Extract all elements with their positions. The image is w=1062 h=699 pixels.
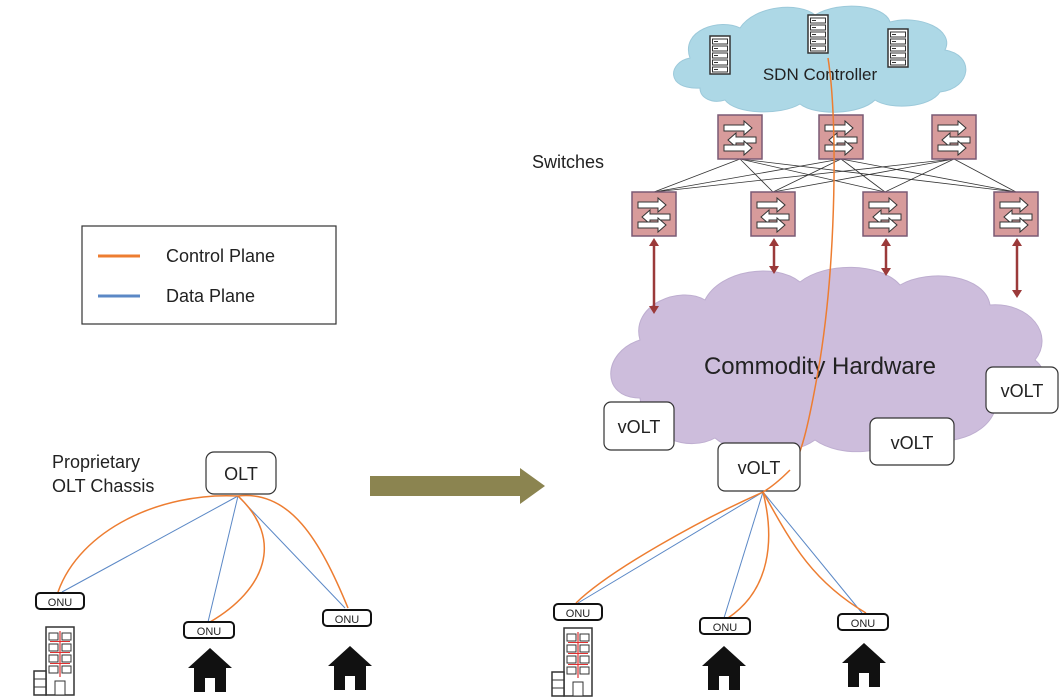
switch-icon xyxy=(993,191,1039,237)
legend-label-data-plane: Data Plane xyxy=(166,286,255,306)
volt-box xyxy=(985,366,1059,414)
switch-icon xyxy=(717,114,763,160)
switch-mesh-link xyxy=(739,158,886,193)
house-icon xyxy=(842,643,886,687)
right-onu-3 xyxy=(837,613,889,631)
volt-label-3: vOLT xyxy=(891,433,934,453)
olt-label: OLT xyxy=(224,464,258,484)
right-onu-1 xyxy=(553,603,603,621)
building-icon xyxy=(551,627,593,697)
right-sdn-volt: SDN Controller Switches Commodity Hardwa… xyxy=(532,5,1059,697)
left-onu-1 xyxy=(35,592,85,610)
right-control-link-1 xyxy=(575,491,764,604)
left-data-link-2 xyxy=(207,495,239,623)
left-control-link-1 xyxy=(57,494,239,593)
chassis-label-line1: Proprietary xyxy=(52,452,140,472)
right-data-link-1 xyxy=(577,491,764,604)
right-control-link-2 xyxy=(727,491,770,619)
volt-label-1: vOLT xyxy=(618,417,661,437)
left-data-link-3 xyxy=(237,495,346,609)
switch-mesh-link xyxy=(653,158,955,193)
left-onu-1-label: ONU xyxy=(48,597,73,609)
left-control-link-2 xyxy=(209,495,265,623)
chassis-label-line2: OLT Chassis xyxy=(52,476,154,496)
left-onu-2-label: ONU xyxy=(197,626,222,638)
transition-arrow xyxy=(370,468,545,504)
sdn-controller-label: SDN Controller xyxy=(763,65,878,84)
right-onu-2-label: ONU xyxy=(713,622,738,634)
switch-hardware-links xyxy=(649,238,1022,314)
legend-box xyxy=(81,225,337,325)
switch-icon xyxy=(862,191,908,237)
volt-box xyxy=(603,401,675,451)
right-onu-2 xyxy=(699,617,751,635)
legend: Control Plane Data Plane xyxy=(81,225,337,325)
building-icon xyxy=(33,626,75,696)
server-icon xyxy=(709,35,731,75)
switch-mesh-link xyxy=(653,158,741,193)
left-proprietary-olt: Proprietary OLT Chassis OLT ONU ONU ONU xyxy=(33,451,372,696)
left-control-link-3 xyxy=(237,494,349,609)
left-onu-3-label: ONU xyxy=(335,614,360,626)
volt-box xyxy=(869,417,955,466)
left-onu-2 xyxy=(183,621,235,639)
switch-mesh xyxy=(653,158,1017,193)
switch-mesh-link xyxy=(953,158,1017,193)
switch-mesh-link xyxy=(772,158,955,193)
server-icon xyxy=(887,28,909,68)
switch-icon xyxy=(931,114,977,160)
switches-label: Switches xyxy=(532,152,604,172)
switch-mesh-link xyxy=(653,158,842,193)
olt-box xyxy=(205,451,277,495)
switch-icon xyxy=(818,114,864,160)
right-control-link-3 xyxy=(762,491,867,614)
switch-mesh-link xyxy=(884,158,955,193)
left-data-link-1 xyxy=(61,495,239,593)
sdn-control-link-tail xyxy=(762,469,791,493)
house-icon xyxy=(702,646,746,690)
right-onu-3-label: ONU xyxy=(851,618,876,630)
right-data-link-2 xyxy=(723,491,764,619)
house-icon xyxy=(328,646,372,690)
server-icon xyxy=(807,14,829,54)
switch-mesh-link xyxy=(739,158,774,193)
switch-icon xyxy=(631,191,677,237)
switch-mesh-link xyxy=(840,158,1017,193)
switch-mesh-link xyxy=(739,158,1017,193)
sdn-control-link xyxy=(789,57,835,471)
right-onu-1-label: ONU xyxy=(566,608,591,620)
house-icon xyxy=(188,648,232,692)
switch-icon xyxy=(750,191,796,237)
legend-label-control-plane: Control Plane xyxy=(166,246,275,266)
left-onu-3 xyxy=(322,609,372,627)
volt-label-4: vOLT xyxy=(738,458,781,478)
volt-label-2: vOLT xyxy=(1001,381,1044,401)
commodity-hardware-cloud xyxy=(610,266,1045,454)
right-data-link-3 xyxy=(762,491,863,614)
